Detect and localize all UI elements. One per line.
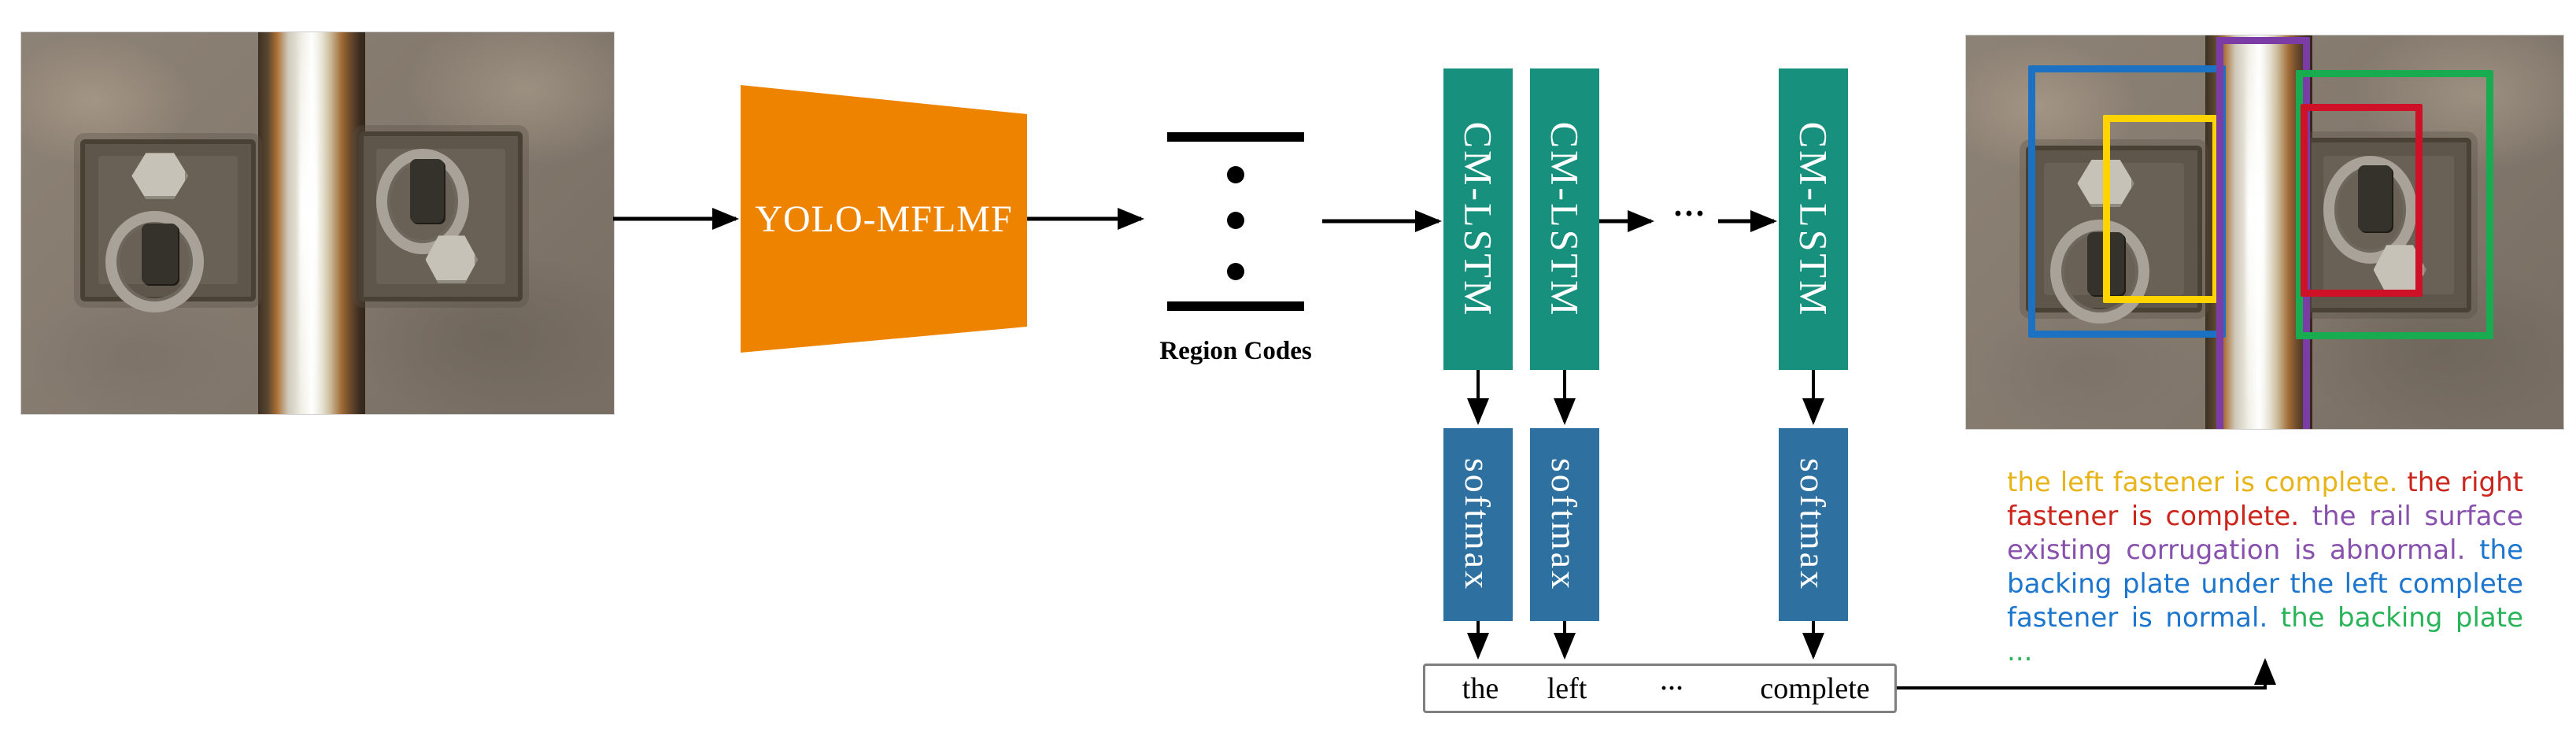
caption-segment: the left fastener is complete. <box>2007 467 2398 498</box>
region-code-dot-icon <box>1227 166 1244 183</box>
rail-strip <box>258 32 365 414</box>
caption-segment: the <box>2479 534 2523 566</box>
right-backing-plate-box <box>2296 70 2493 339</box>
left-fastener-box <box>2103 115 2219 303</box>
bolt-icon <box>131 153 188 199</box>
region-codes-top-bar-icon <box>1167 132 1304 142</box>
clamp-pin-icon <box>409 158 444 224</box>
softmax-label: softmax <box>1458 457 1499 592</box>
left-backing-plate <box>80 139 257 313</box>
input-rail-photo <box>20 31 615 415</box>
clamp-pin-icon <box>141 223 179 285</box>
right-backing-plate <box>359 131 523 301</box>
generated-caption: the left fastener is complete. the right… <box>2007 466 2523 669</box>
word-the: the <box>1462 671 1499 705</box>
yolo-detector-block: YOLO-MFLMF <box>741 85 1027 353</box>
caption-segment: the rail surface <box>2312 501 2524 532</box>
region-code-dot-icon <box>1227 263 1244 280</box>
yolo-detector-label: YOLO-MFLMF <box>755 198 1013 240</box>
region-codes-bottom-bar-icon <box>1167 301 1304 311</box>
output-word-box: the left ··· complete <box>1423 664 1897 713</box>
caption-segment: the right <box>2407 467 2523 498</box>
cm-lstm-label: CM-LSTM <box>1543 121 1587 317</box>
word-left: left <box>1547 671 1587 705</box>
output-rail-photo <box>1965 35 2564 430</box>
word-ellipsis: ··· <box>1659 675 1684 701</box>
region-code-dot-icon <box>1227 212 1244 229</box>
softmax-label: softmax <box>1793 457 1834 592</box>
caption-segment: existing corrugation is abnormal. <box>2007 534 2466 566</box>
right-fastener-box <box>2301 104 2423 297</box>
sequence-ellipsis: ··· <box>1672 196 1706 232</box>
softmax-block-3: softmax <box>1779 428 1848 621</box>
cm-lstm-block-1: CM-LSTM <box>1443 68 1513 370</box>
softmax-block-1: softmax <box>1443 428 1513 621</box>
clamp-pin-icon <box>2357 165 2393 232</box>
caption-segment: fastener is normal. <box>2007 602 2268 634</box>
softmax-label: softmax <box>1544 457 1585 592</box>
caption-segment: backing plate under the left complete <box>2007 568 2523 600</box>
cm-lstm-label: CM-LSTM <box>1791 121 1835 317</box>
caption-segment: fastener is complete. <box>2007 501 2300 532</box>
cm-lstm-block-2: CM-LSTM <box>1530 68 1599 370</box>
word-complete: complete <box>1760 671 1870 705</box>
region-codes-label: Region Codes <box>1159 337 1312 365</box>
right-backing-plate <box>2306 138 2471 312</box>
caption-segment: the backing plate ... <box>2007 602 2524 667</box>
cm-lstm-label: CM-LSTM <box>1456 121 1500 317</box>
cm-lstm-block-3: CM-LSTM <box>1779 68 1848 370</box>
softmax-block-2: softmax <box>1530 428 1599 621</box>
left-backing-plate <box>2025 146 2203 323</box>
